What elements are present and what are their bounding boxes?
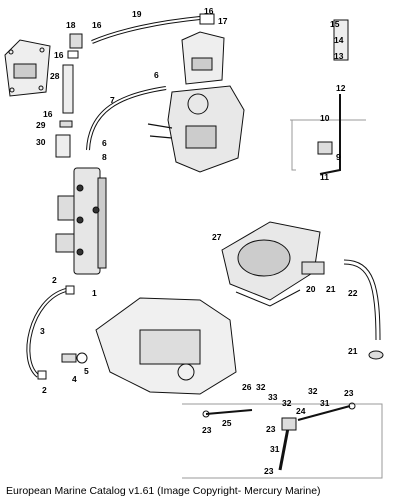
callout-2: 2 xyxy=(52,275,57,285)
callout-18: 18 xyxy=(66,20,76,30)
callout-16: 16 xyxy=(43,109,53,119)
fitting-18 xyxy=(69,33,83,49)
throttle-body xyxy=(147,85,245,173)
callout-30: 30 xyxy=(36,137,46,147)
callout-25: 25 xyxy=(222,418,232,428)
clamp-2 xyxy=(65,285,75,295)
valve-30 xyxy=(55,134,71,158)
callout-9: 9 xyxy=(336,152,341,162)
hose-28 xyxy=(62,64,74,114)
callout-21: 21 xyxy=(326,284,336,294)
hose-3 xyxy=(26,288,67,378)
intake-manifold xyxy=(95,297,237,395)
callout-3: 3 xyxy=(40,326,45,336)
inset-top-left xyxy=(4,39,51,97)
callout-21: 21 xyxy=(348,346,358,356)
inset-bottom-right xyxy=(182,403,383,479)
callout-23: 23 xyxy=(264,466,274,476)
callout-10: 10 xyxy=(320,113,330,123)
callout-29: 29 xyxy=(36,120,46,130)
callout-23: 23 xyxy=(266,424,276,434)
callout-20: 20 xyxy=(306,284,316,294)
clamp-16 xyxy=(67,50,79,59)
flame-arrestor xyxy=(221,221,321,307)
callout-32: 32 xyxy=(256,382,266,392)
callout-27: 27 xyxy=(212,232,222,242)
tee-assembly xyxy=(202,402,356,471)
callout-15: 15 xyxy=(330,19,340,29)
callout-14: 14 xyxy=(334,35,344,45)
fitting-20 xyxy=(301,261,325,275)
callout-33: 33 xyxy=(268,392,278,402)
fuel-rail xyxy=(55,167,107,275)
callout-31: 31 xyxy=(270,444,280,454)
callout-31: 31 xyxy=(320,398,330,408)
callout-16: 16 xyxy=(204,6,214,16)
callout-32: 32 xyxy=(282,398,292,408)
clamp-2-lower xyxy=(37,370,47,380)
callout-22: 22 xyxy=(348,288,358,298)
callout-11: 11 xyxy=(320,172,329,182)
callout-26: 26 xyxy=(242,382,252,392)
callout-12: 12 xyxy=(336,83,346,93)
callout-7: 7 xyxy=(110,95,115,105)
callout-5: 5 xyxy=(84,366,89,376)
callout-23: 23 xyxy=(202,425,212,435)
fitting-4 xyxy=(61,353,77,363)
callout-24: 24 xyxy=(296,406,306,416)
callout-13: 13 xyxy=(334,51,344,61)
clamp-17 xyxy=(199,13,215,25)
callout-28: 28 xyxy=(50,71,60,81)
callout-32: 32 xyxy=(308,386,318,396)
callout-1: 1 xyxy=(92,288,97,298)
callout-16: 16 xyxy=(92,20,102,30)
clamp-29 xyxy=(59,120,73,128)
hose-22 xyxy=(343,259,381,341)
callout-6: 6 xyxy=(154,70,159,80)
inset-right xyxy=(290,19,366,175)
image-caption: European Marine Catalog v1.61 (Image Cop… xyxy=(6,485,321,497)
callout-23: 23 xyxy=(344,388,354,398)
callout-19: 19 xyxy=(132,9,142,19)
callout-16: 16 xyxy=(54,50,64,60)
callout-8: 8 xyxy=(102,152,107,162)
callout-6: 6 xyxy=(102,138,107,148)
cap-21 xyxy=(368,350,384,360)
callout-4: 4 xyxy=(72,374,77,384)
inset-top-right xyxy=(181,31,225,85)
callout-2: 2 xyxy=(42,385,47,395)
o-ring-5 xyxy=(76,352,88,364)
callout-17: 17 xyxy=(218,16,228,26)
hose-19 xyxy=(91,16,201,44)
